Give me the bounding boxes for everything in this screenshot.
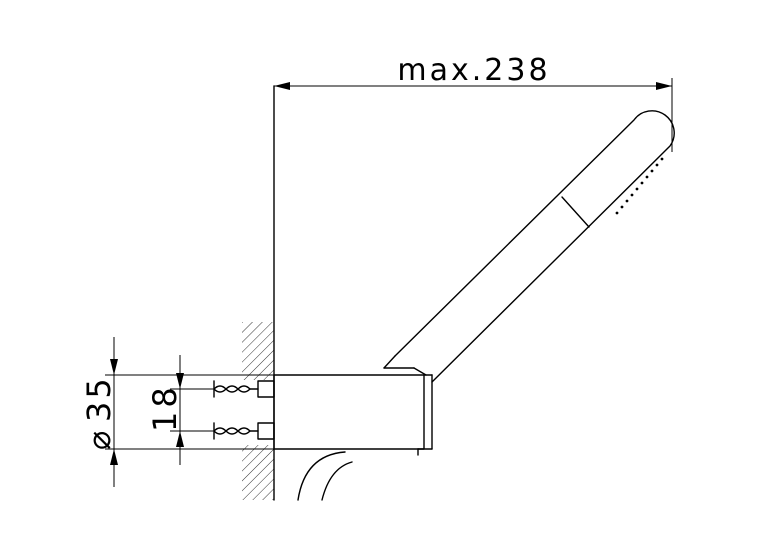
wall <box>242 85 275 501</box>
diameter-dimension: ⌀ 35 <box>80 337 274 487</box>
wall-bracket <box>273 367 433 456</box>
width-dimension: max.238 <box>274 53 673 152</box>
width-dimension-label: max.238 <box>397 53 550 88</box>
hose <box>297 451 353 501</box>
spacing-value: 18 <box>146 383 184 432</box>
top-screw <box>213 380 275 398</box>
mounting-screws <box>213 380 275 440</box>
diameter-value: 35 <box>80 375 118 422</box>
shower-spray-holes <box>615 157 664 215</box>
bottom-screw <box>213 422 275 440</box>
hand-shower <box>383 110 675 383</box>
diameter-symbol: ⌀ <box>80 431 118 450</box>
spacing-dimension: 18 <box>146 355 214 465</box>
